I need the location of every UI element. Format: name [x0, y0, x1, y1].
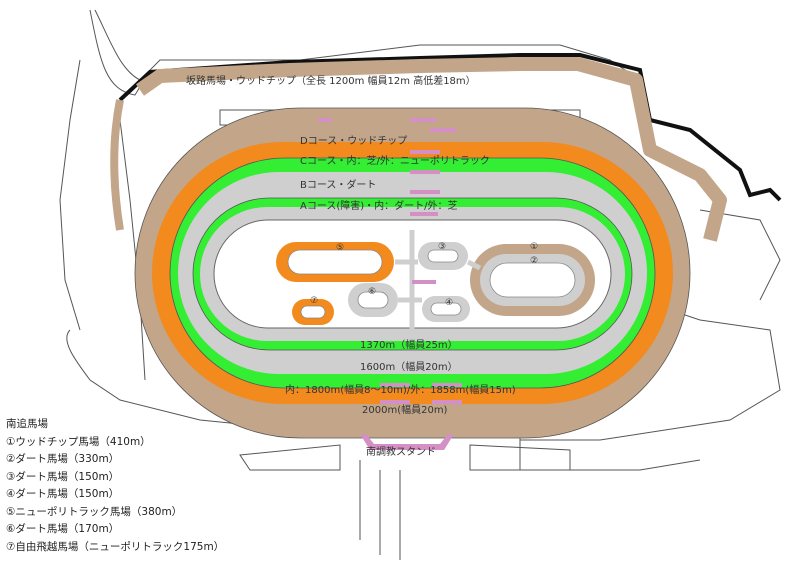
- track-3-number: ③: [438, 242, 446, 252]
- track-6-number: ⑥: [368, 287, 376, 297]
- slope-boundary: [118, 53, 782, 202]
- length-1800-label: 内：1800m(幅員8～10m)/外：1858m(幅員15m): [285, 383, 516, 396]
- length-1600-label: 1600m（幅員20m）: [360, 360, 458, 373]
- legend-title: 南追馬場: [6, 418, 48, 430]
- length-2000-label: 2000m(幅員20m): [362, 403, 448, 416]
- course-d-label: Dコース・ウッドチップ: [300, 135, 407, 147]
- legend: 南追馬場 ①ウッドチップ馬場（410m） ②ダート馬場（330m） ③ダート馬場…: [6, 416, 306, 556]
- legend-item: ①ウッドチップ馬場（410m）: [6, 435, 151, 448]
- slope-track: [135, 57, 727, 242]
- course-c-label: Cコース・内：芝/外：ニューポリトラック: [300, 154, 490, 167]
- buildings: [318, 118, 462, 450]
- track-1-number: ①: [530, 242, 538, 252]
- stand-label: 南調教スタンド: [366, 445, 436, 458]
- legend-item: ③ダート馬場（150m）: [6, 470, 120, 483]
- slope-left-branch: [110, 99, 124, 231]
- legend-item: ⑤ニューポリトラック馬場（380m）: [6, 505, 183, 518]
- track-7-number: ⑦: [310, 296, 318, 306]
- course-a-label: Aコース(障害)・内：ダート/外：芝: [300, 199, 458, 212]
- track-4-number: ④: [445, 298, 453, 308]
- legend-item: ②ダート馬場（330m）: [6, 453, 120, 465]
- legend-item: ⑦自由飛越馬場（ニューポリトラック175m）: [6, 540, 225, 553]
- legend-item: ④ダート馬場（150m）: [6, 488, 120, 500]
- track-5-number: ⑤: [336, 243, 344, 253]
- track-2-number: ②: [530, 256, 538, 266]
- length-1370-label: 1370m（幅員25m）: [360, 338, 458, 351]
- legend-item: ⑥ダート馬場（170m）: [6, 523, 120, 535]
- course-b-label: Bコース・ダート: [300, 178, 376, 191]
- slope-label: 坂路馬場・ウッドチップ（全長 1200m 幅員12m 高低差18m）: [186, 74, 476, 87]
